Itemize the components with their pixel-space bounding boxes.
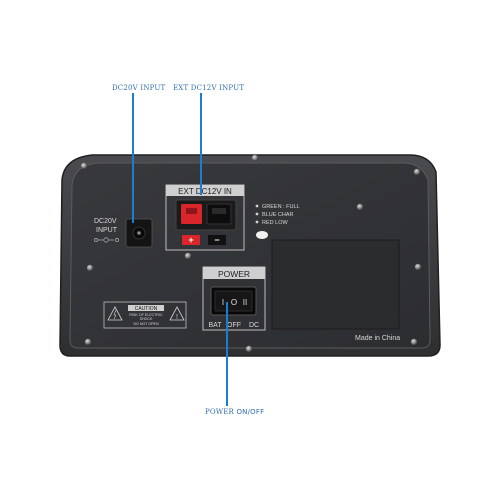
warning-triangle-icon bbox=[107, 306, 123, 321]
led-legend-red: RED LOW bbox=[262, 220, 288, 226]
dot-icon bbox=[255, 220, 259, 224]
dot-icon bbox=[255, 212, 259, 216]
screws bbox=[80, 154, 422, 353]
dc20v-input-block: DC20V INPUT bbox=[94, 218, 153, 248]
dc20v-label-line1: DC20V bbox=[94, 218, 117, 225]
polarity-icon bbox=[94, 237, 119, 243]
power-switch-block: POWER I O II BAT OFF DC bbox=[202, 266, 266, 331]
power-header: POWER bbox=[218, 269, 250, 279]
warning-triangle-icon bbox=[169, 306, 185, 321]
switch-glyph-off: O bbox=[231, 298, 237, 307]
screw-icon bbox=[80, 162, 88, 170]
callout-dc20v-input: DC20V INPUT bbox=[112, 84, 166, 92]
led-legend: GREEN : FULL BLUE CHAR RED LOW bbox=[255, 204, 300, 239]
caution-line1: RISK OF ELECTRIC bbox=[129, 313, 163, 317]
recessed-panel bbox=[271, 239, 400, 330]
callout-power-prefix: POWER bbox=[205, 408, 235, 416]
led-legend-blue: BLUE CHAR bbox=[262, 212, 294, 218]
lightning-icon bbox=[113, 309, 117, 320]
caution-line3: DO NOT OPEN bbox=[133, 322, 158, 326]
screw-icon bbox=[84, 338, 92, 346]
dot-icon bbox=[255, 204, 259, 208]
caution-label: CAUTION RISK OF ELECTRIC SHOCK DO NOT OP… bbox=[103, 301, 187, 329]
ext-dc12v-header: EXT DC12V IN bbox=[178, 187, 232, 196]
switch-glyph-bat: I bbox=[222, 298, 224, 307]
status-led-icon bbox=[256, 231, 268, 239]
callout-line-dc20v bbox=[132, 93, 134, 223]
led-legend-green: GREEN : FULL bbox=[262, 204, 300, 210]
ext-dc12v-block: EXT DC12V IN + − bbox=[165, 184, 245, 251]
screw-icon bbox=[410, 338, 418, 346]
minus-label: − bbox=[214, 235, 219, 245]
screw-icon bbox=[414, 263, 422, 271]
screw-icon bbox=[356, 203, 364, 211]
screw-icon bbox=[245, 345, 253, 353]
switch-label-bat: BAT bbox=[208, 322, 222, 329]
callout-line-power bbox=[226, 302, 228, 406]
screw-icon bbox=[184, 252, 192, 260]
callout-ext-dc12v-input: EXT DC12V INPUT bbox=[173, 84, 245, 92]
screw-icon bbox=[86, 264, 94, 272]
switch-glyph-dc: II bbox=[243, 298, 247, 307]
callout-power-on-off: POWER ON/OFF bbox=[205, 408, 264, 416]
callout-line-ext-dc12v bbox=[200, 93, 202, 195]
switch-label-off: OFF bbox=[227, 322, 241, 329]
plus-label: + bbox=[188, 235, 193, 245]
screw-icon bbox=[251, 154, 259, 162]
screw-icon bbox=[413, 168, 421, 176]
exclamation-icon: ! bbox=[176, 314, 178, 321]
caution-title: CAUTION bbox=[135, 306, 158, 312]
callout-power-suffix: ON/OFF bbox=[236, 408, 265, 416]
switch-label-dc: DC bbox=[249, 322, 259, 329]
caution-line2: SHOCK bbox=[140, 317, 153, 321]
dc20v-label-line2: INPUT bbox=[96, 227, 118, 234]
made-in-label: Made in China bbox=[355, 335, 400, 342]
